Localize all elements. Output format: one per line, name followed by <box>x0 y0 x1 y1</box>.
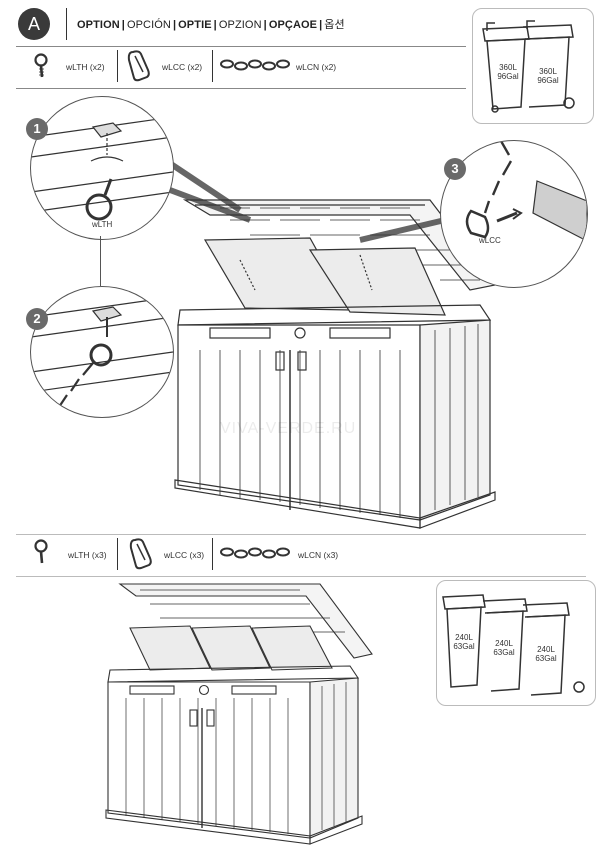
watermark: VIVA-VERDE.RU <box>220 420 357 437</box>
bin-capacity-gallons: 63Gal <box>535 654 557 663</box>
bin-capacity-liters: 360L <box>539 67 557 76</box>
part-label-wlcn: wLCN (x3) <box>298 550 339 560</box>
callout-label-wlcc: wLCC <box>479 236 501 245</box>
title-opcaoe: OPÇAOE <box>268 19 318 31</box>
bin-capacity-liters: 240L <box>455 633 473 642</box>
section2-top-rule <box>16 534 586 535</box>
bin-panel-360: 360L 96Gal 360L 96Gal <box>472 8 594 124</box>
part-label-wlth: wLTH (x2) <box>66 62 105 72</box>
part-label-wlcn: wLCN (x2) <box>296 62 337 72</box>
step-badge-1: 1 <box>26 118 48 140</box>
parts-divider <box>212 538 213 570</box>
title-korean: 옵션 <box>324 19 345 31</box>
header-rule <box>16 46 466 47</box>
step-badge-2: 2 <box>26 308 48 330</box>
bin-capacity-2: 360L 96Gal <box>533 67 563 85</box>
callout-chain-hook-detail <box>30 286 174 418</box>
parts-rule <box>16 88 466 89</box>
bin-capacity-gallons: 96Gal <box>497 72 519 81</box>
chain-icon <box>219 544 297 567</box>
callout-hook-detail <box>30 96 174 240</box>
bin-capacity-gallons: 63Gal <box>493 648 515 657</box>
title-option: OPTION <box>77 19 120 31</box>
bin-capacity-liters: 360L <box>499 63 517 72</box>
bin-capacity-liters: 240L <box>537 645 555 654</box>
title-optie: OPTIE <box>178 19 212 31</box>
bin-capacity-3: 240L 63Gal <box>531 645 561 663</box>
step-badge-3: 3 <box>444 158 466 180</box>
carabiner-icon <box>127 536 153 575</box>
header-divider <box>66 8 67 40</box>
bin-capacity-2: 240L 63Gal <box>489 639 519 657</box>
callout-label-wlth: wLTH <box>92 220 113 229</box>
header-title: OPTION|OPCIÓN|OPTIE|OPZION|OPÇAOE|옵션 <box>77 19 345 31</box>
parts-divider <box>117 538 118 570</box>
hook-icon <box>32 538 52 571</box>
parts-divider <box>117 50 118 82</box>
hook-icon <box>32 52 52 85</box>
wheelie-bin-icon <box>482 20 575 113</box>
bin-capacity-1: 240L 63Gal <box>449 633 479 651</box>
part-label-wlth: wLTH (x3) <box>68 550 107 560</box>
bin-capacity-gallons: 63Gal <box>453 642 475 651</box>
callout-connector <box>100 236 101 286</box>
shed-three-bin-illustration <box>105 583 373 845</box>
bin-capacity-gallons: 96Gal <box>537 76 559 85</box>
part-label-wlcc: wLCC (x2) <box>162 62 203 72</box>
title-opzion: OPZION <box>218 19 262 31</box>
title-opcion: OPCIÓN <box>126 19 171 31</box>
bin-capacity-liters: 240L <box>495 639 513 648</box>
chain-icon <box>219 56 297 79</box>
bin-panel-240: 240L 63Gal 240L 63Gal 240L 63Gal <box>436 580 596 706</box>
wheelie-bin-icon <box>442 594 585 696</box>
parts-divider <box>212 50 213 82</box>
section2-parts-rule <box>16 576 586 577</box>
shed-two-bin-illustration <box>148 147 497 529</box>
bin-capacity-1: 360L 96Gal <box>493 63 523 81</box>
section-badge: A <box>18 8 50 40</box>
part-label-wlcc: wLCC (x3) <box>164 550 205 560</box>
carabiner-icon <box>125 48 151 87</box>
